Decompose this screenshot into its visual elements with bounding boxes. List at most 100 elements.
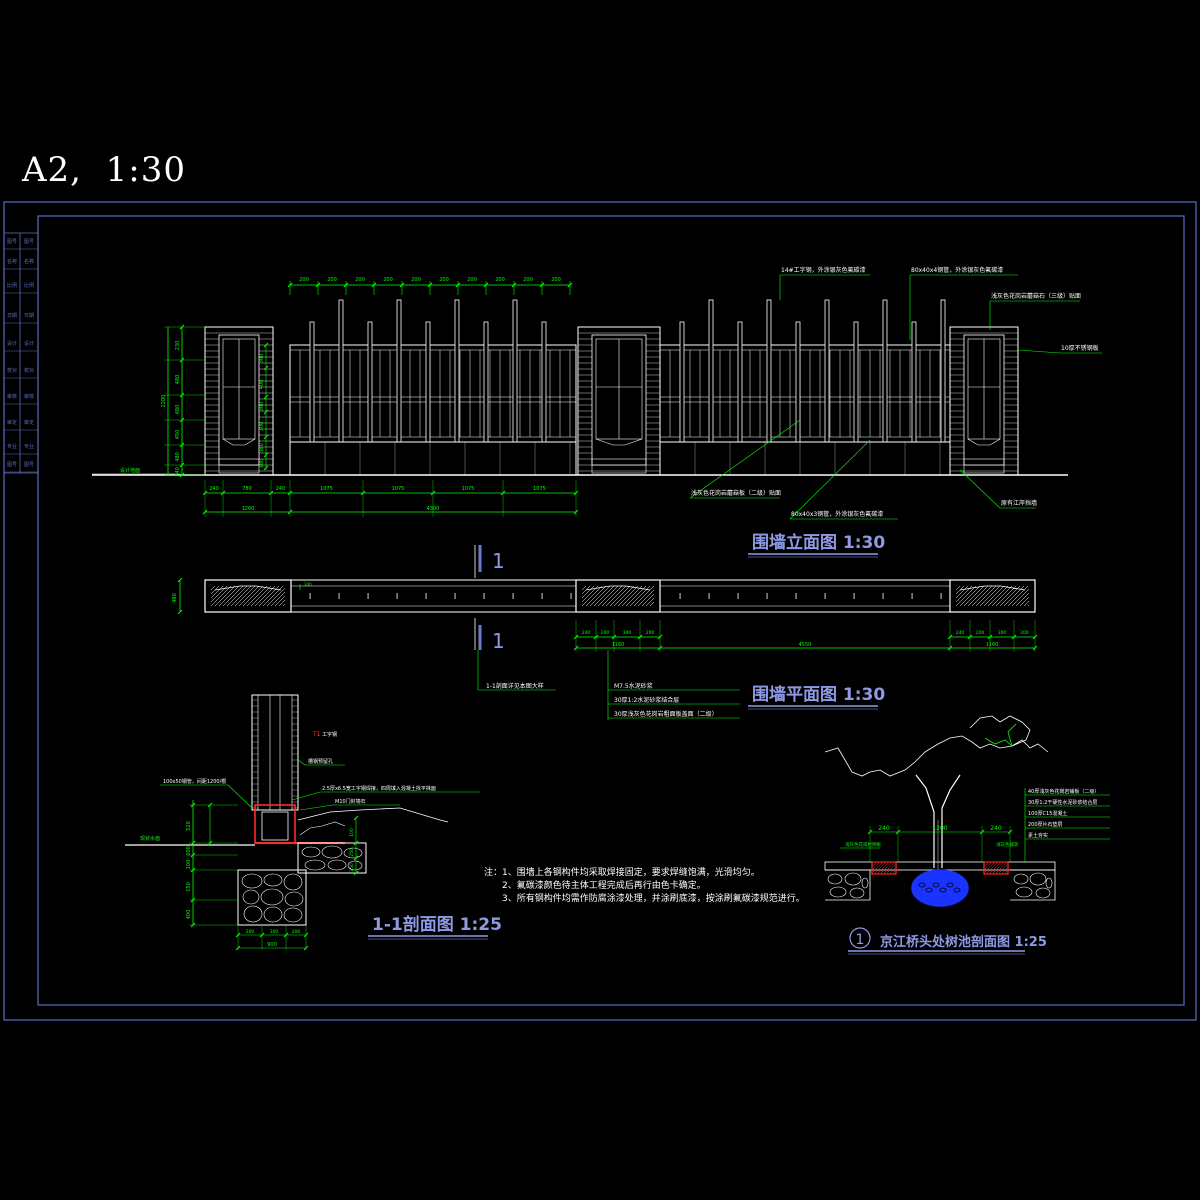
curb-hatch bbox=[873, 863, 895, 873]
rubble-stone bbox=[304, 859, 326, 871]
plan-i-beam: I bbox=[882, 592, 884, 601]
sheet-title: A2, 1:30 bbox=[22, 150, 186, 190]
plan-i-beam: I bbox=[541, 592, 543, 601]
rubble-stone bbox=[284, 891, 304, 907]
dimension-tick bbox=[263, 342, 269, 348]
title-block-cell-value: 审定 bbox=[24, 419, 34, 426]
dimension-tick bbox=[539, 282, 545, 288]
section-callout-text: 工字钢 bbox=[322, 731, 337, 738]
dimension-tick bbox=[895, 829, 901, 835]
section-footing bbox=[237, 869, 307, 926]
bottom-dimension-value: 240 bbox=[276, 486, 286, 492]
hatch-line bbox=[956, 586, 965, 595]
plan-pier bbox=[204, 579, 292, 613]
hatch-line bbox=[986, 863, 998, 873]
hatch-lines bbox=[582, 586, 654, 606]
left-dimension-value: 480 bbox=[175, 405, 181, 415]
top-dimension-value: 200 bbox=[383, 277, 393, 283]
i-beam-post bbox=[853, 321, 859, 443]
i-beam-post bbox=[425, 321, 431, 443]
dimension-tick bbox=[190, 852, 196, 858]
hatch-line bbox=[1023, 600, 1029, 606]
bottom-dimension-value: 1075 bbox=[533, 486, 546, 492]
section-right-value: 100 bbox=[349, 828, 355, 837]
hatch-line bbox=[956, 586, 977, 606]
hatch-line bbox=[641, 593, 654, 606]
root-ball-detail bbox=[939, 887, 947, 893]
hatch-line bbox=[995, 863, 1007, 873]
dimension-tick bbox=[202, 490, 208, 496]
title-block-cell-value: 审核 bbox=[24, 393, 34, 400]
dimension-tick bbox=[430, 490, 436, 496]
fence-base-wall bbox=[289, 441, 577, 476]
dimension-tick bbox=[235, 945, 241, 951]
section-bottom-value: 200 bbox=[292, 929, 301, 935]
pillar-plinth bbox=[963, 458, 1005, 474]
tree-trunk-left bbox=[915, 774, 935, 868]
i-beam-post bbox=[940, 299, 946, 443]
dimension-tick bbox=[360, 490, 366, 496]
note-1: 1、围墙上各钢构件均采取焊接固定，要求焊缝饱满，光滑均匀。 bbox=[502, 866, 760, 878]
title-block-cell-label: 校对 bbox=[7, 367, 17, 374]
section-wall-core bbox=[257, 694, 271, 811]
root-ball-detail bbox=[946, 882, 954, 888]
title-block-cell-value: 专业 bbox=[24, 443, 34, 450]
rubble-stone bbox=[283, 907, 303, 923]
dimension-tick bbox=[179, 472, 185, 478]
hatch-line bbox=[625, 586, 647, 606]
hatch-line bbox=[987, 586, 1009, 606]
dimension-tick bbox=[202, 509, 208, 515]
plan-i-beam: I bbox=[570, 592, 572, 601]
i-beam-post bbox=[367, 321, 373, 443]
dimension-tick bbox=[483, 282, 489, 288]
hatch-line bbox=[234, 586, 256, 606]
title-block-cells: 图号图号名称名称比例比例日期日期设计设计校对校对审核审核审定审定专业专业图号图号 bbox=[4, 239, 38, 473]
rubble-stone bbox=[260, 888, 284, 906]
i-beam-post bbox=[708, 299, 714, 443]
title-block-cell-value: 图号 bbox=[24, 462, 34, 468]
i-beam-post bbox=[483, 321, 489, 443]
section-ground-slope bbox=[297, 807, 449, 823]
dimension-tick bbox=[455, 282, 461, 288]
plan-pier-notch bbox=[959, 585, 1026, 591]
tree-pool-dimension-value: 1200 bbox=[932, 825, 947, 832]
bottom-dimension-value: 240 bbox=[209, 486, 219, 492]
inner-dimension-value: 400 bbox=[259, 380, 265, 390]
hatch-line bbox=[238, 586, 260, 606]
rubble-stone bbox=[327, 859, 347, 871]
left-dimension-value: 240 bbox=[175, 467, 181, 477]
plan-pier-hatch bbox=[956, 586, 1068, 606]
tree-pool-right-label: 浅灰色铺装 bbox=[996, 841, 1019, 848]
plan-i-beam: I bbox=[853, 592, 855, 601]
rubble-stone bbox=[321, 845, 343, 859]
hatch-line bbox=[989, 863, 1001, 873]
dimension-tick bbox=[353, 870, 359, 876]
callout-text: 浅灰色花岗岩蘑菇石（三级）贴面 bbox=[991, 292, 1081, 300]
i-beam-post bbox=[454, 299, 460, 443]
callout-text: 10厚不锈钢板 bbox=[1061, 344, 1099, 352]
dimension-tick bbox=[179, 417, 185, 423]
dimension-tick bbox=[1032, 634, 1038, 640]
tree-canopy-accent bbox=[984, 723, 1017, 748]
tree-pool-left-subbase bbox=[825, 869, 871, 901]
plan-i-beam: I bbox=[679, 592, 681, 601]
note-3: 3、所有钢构件均需作防腐涂漆处理，并涂刷底漆，按涂刷氟碳漆规范进行。 bbox=[502, 892, 805, 904]
dimension-tick bbox=[657, 634, 663, 640]
dimension-tick bbox=[190, 802, 196, 808]
i-beam-post bbox=[679, 321, 685, 443]
plan-callout-text: 1-1剖面详见本图大样 bbox=[486, 682, 544, 690]
dimension-tick bbox=[190, 867, 196, 873]
rubble-stone bbox=[242, 889, 260, 905]
hatch-lines bbox=[873, 863, 895, 873]
hatch-line bbox=[222, 586, 244, 606]
tree-pool-left-label: 浅灰色花岗岩侧板 bbox=[845, 841, 881, 848]
hatch-line bbox=[582, 586, 603, 606]
dimension-tick bbox=[190, 840, 196, 846]
dimension-tick bbox=[263, 394, 269, 400]
title-block-cell-label: 审核 bbox=[7, 393, 17, 400]
hatch-line bbox=[1048, 586, 1068, 606]
section-base-red bbox=[254, 804, 296, 844]
